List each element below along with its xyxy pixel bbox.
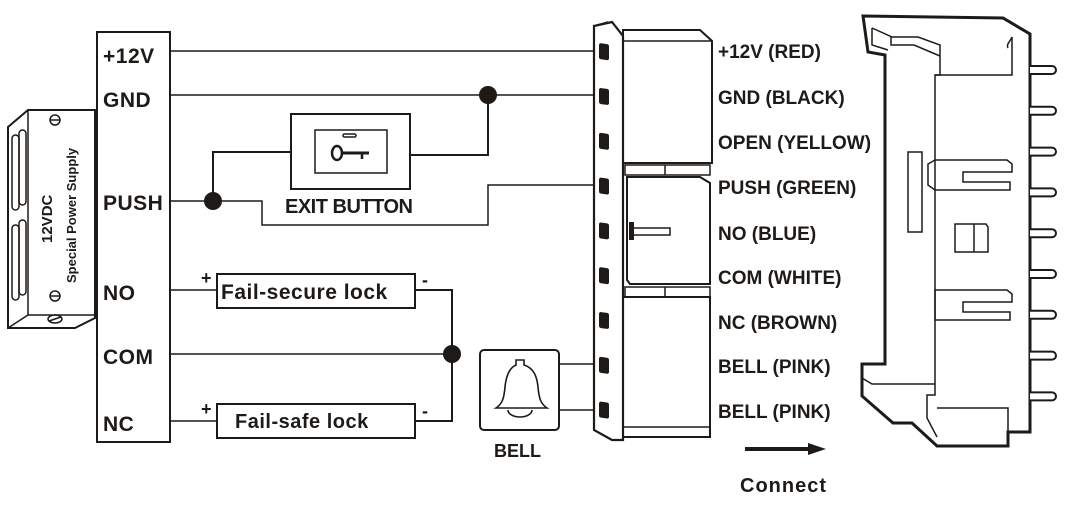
wire-label-com-white: COM (WHITE): [718, 268, 841, 289]
housing-pin: [1030, 146, 1057, 157]
fail-safe-plus: +: [201, 399, 212, 419]
pin-hole: [599, 312, 609, 329]
fail-safe-lock-label: Fail-safe lock: [235, 411, 369, 433]
bell-label: BELL: [494, 441, 541, 461]
screw-icon: [49, 114, 61, 126]
controller-terminal-block: +12V GND PUSH NO COM NC: [96, 31, 171, 443]
wire-color-labels: +12V (RED) GND (BLACK) OPEN (YELLOW) PUS…: [718, 42, 871, 423]
fail-secure-lock: Fail-secure lock + -: [201, 268, 428, 309]
junction-dot: [479, 86, 497, 104]
bell-icon: [493, 359, 550, 418]
arrow-right-icon: [745, 443, 826, 455]
bell: BELL: [479, 349, 560, 461]
terminal-no: NO: [103, 282, 136, 305]
terminal-gnd: GND: [103, 89, 151, 112]
exit-button-label: EXIT BUTTON: [285, 196, 413, 218]
pin-hole: [599, 88, 609, 105]
fail-safe-lock: Fail-safe lock + -: [201, 399, 428, 439]
housing-pin: [1030, 187, 1057, 198]
pin-hole: [599, 177, 609, 195]
wire-fail-secure-com: [415, 289, 453, 354]
exit-button: EXIT BUTTON: [285, 113, 413, 218]
wire-exit-push: [212, 151, 290, 201]
power-supply: 12VDC Special Power Supply: [7, 109, 96, 329]
key-icon: [330, 144, 369, 162]
wire-label-12v-red: +12V (RED): [718, 42, 821, 63]
fail-secure-minus: -: [422, 270, 428, 290]
wire-gnd-exit: [410, 95, 489, 156]
terminal-push: PUSH: [103, 192, 163, 215]
junction-dot: [204, 192, 222, 210]
fail-safe-minus: -: [422, 401, 428, 421]
wire-label-bell-pink: BELL (PINK): [718, 402, 831, 423]
housing-pin: [1030, 228, 1057, 239]
pin-hole: [599, 356, 609, 374]
housing-pin: [1030, 65, 1057, 75]
housing-pin: [1030, 350, 1057, 361]
terminal-nc: NC: [103, 413, 134, 436]
fail-secure-lock-label: Fail-secure lock: [221, 281, 388, 304]
fail-secure-plus: +: [201, 268, 212, 288]
pin-hole: [599, 222, 609, 240]
psu-name-label: Special Power Supply: [64, 147, 79, 283]
pin-hole: [599, 401, 609, 419]
wire-label-open-yellow: OPEN (YELLOW): [718, 133, 871, 154]
mating-housing: [860, 14, 1057, 448]
housing-pins: [1030, 65, 1057, 402]
wires: [170, 50, 594, 422]
wire-push: [170, 184, 594, 226]
housing-pin: [1030, 269, 1057, 279]
wire-label-no-blue: NO (BLUE): [718, 224, 816, 245]
terminal-com: COM: [103, 346, 154, 369]
housing-pin: [1030, 309, 1057, 320]
connect-indicator: Connect: [740, 443, 827, 497]
wire-label-nc-brown: NC (BROWN): [718, 313, 837, 334]
reader-connector: [592, 20, 713, 442]
housing-pin: [1030, 105, 1057, 116]
wire-label-bell-pink: BELL (PINK): [718, 357, 831, 378]
terminal-12v: +12V: [103, 45, 155, 68]
wire-label-gnd-black: GND (BLACK): [718, 88, 845, 109]
connect-label: Connect: [740, 475, 827, 497]
psu-voltage-label: 12VDC: [39, 194, 56, 243]
housing-pin: [1030, 391, 1057, 402]
screw-icon: [47, 314, 63, 324]
junction-dot: [443, 345, 461, 363]
wire-fail-safe-com: [415, 354, 453, 422]
pin-hole: [599, 43, 609, 61]
screw-icon: [49, 290, 61, 302]
pin-hole: [599, 132, 609, 150]
pin-hole: [599, 267, 609, 285]
connector-pin-holes: [599, 43, 609, 419]
wire-label-push-green: PUSH (GREEN): [718, 178, 856, 199]
heat-sink-ribs: [11, 129, 27, 301]
